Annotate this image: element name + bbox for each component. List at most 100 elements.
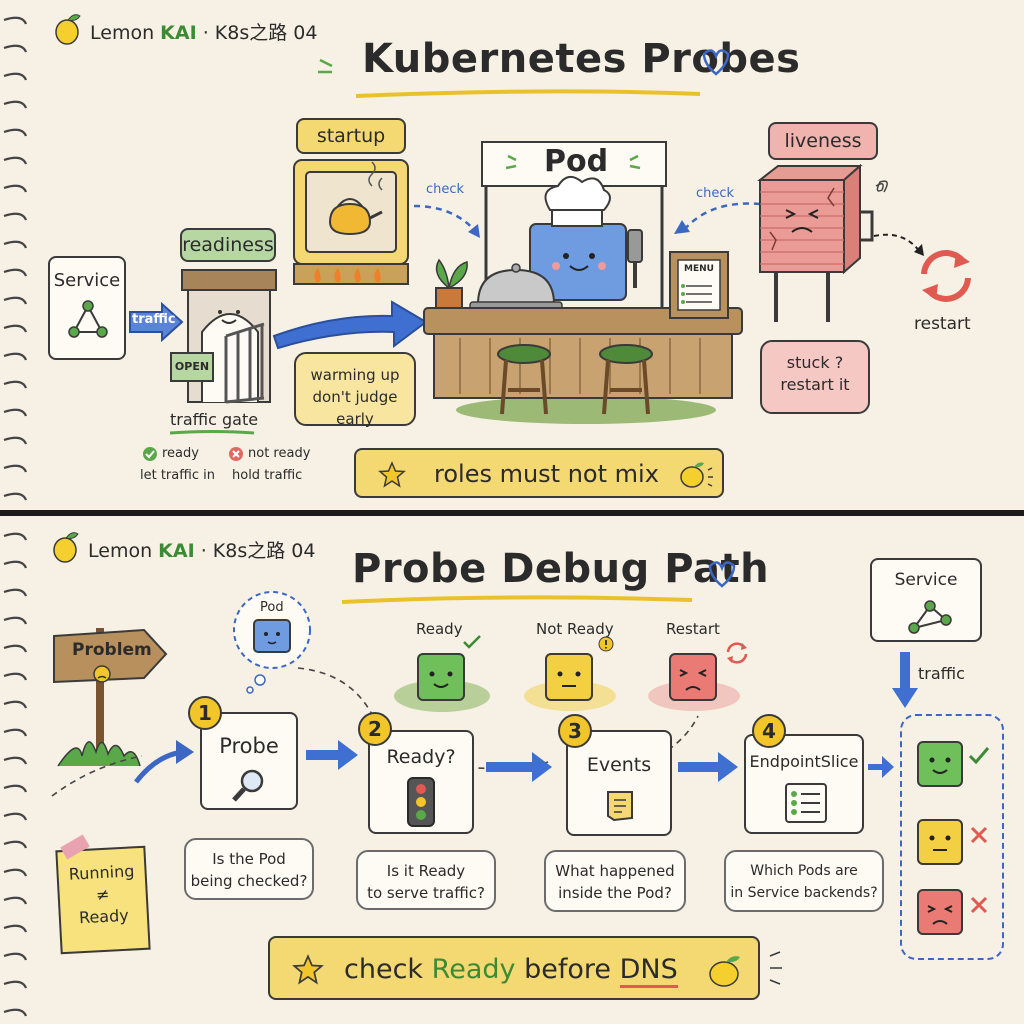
flow-arrow-icon bbox=[678, 752, 738, 782]
question-line-2: to serve traffic? bbox=[367, 884, 485, 902]
alert-icon bbox=[598, 636, 614, 652]
warming-line-1: warming up bbox=[310, 366, 400, 384]
open-sign: OPEN bbox=[170, 352, 214, 382]
flow-arrow-icon bbox=[306, 740, 358, 770]
check-mark-icon bbox=[463, 635, 481, 649]
menu-label: MENU bbox=[684, 264, 714, 274]
step-probe-box: Probe bbox=[200, 712, 298, 810]
question-line-1: Is the Pod bbox=[212, 850, 286, 868]
lemon-icon bbox=[53, 532, 79, 563]
check-ready-banner: check Ready before DNS bbox=[268, 936, 760, 1000]
warming-up-note: warming up don't judge early bbox=[294, 352, 416, 428]
ready-label: ready bbox=[162, 446, 199, 461]
sparkle-lines-icon bbox=[769, 951, 782, 985]
underline bbox=[169, 430, 255, 435]
roles-banner: roles must not mix bbox=[354, 448, 724, 498]
pod-thought-bubble bbox=[233, 591, 311, 694]
running-not-ready-sticky-note: Running ≠ Ready bbox=[55, 845, 151, 955]
traffic-light-icon bbox=[407, 777, 435, 827]
question-note: Which Pods are in Service backends? bbox=[724, 850, 884, 912]
problem-signpost-illustration bbox=[53, 628, 168, 767]
step-label: Events bbox=[586, 754, 652, 776]
traffic-label: traffic bbox=[918, 664, 965, 683]
readiness-gate-illustration bbox=[181, 269, 277, 404]
scroll-note-icon bbox=[607, 791, 633, 822]
question-line-1: What happened bbox=[555, 862, 675, 880]
service-label: Service bbox=[53, 270, 121, 291]
check-arrow-icon bbox=[674, 202, 761, 234]
stuck-line-1: stuck ? bbox=[786, 353, 844, 372]
restart-cube-illustration bbox=[648, 653, 740, 711]
flow-arrow-icon bbox=[486, 752, 552, 782]
x-circle-icon bbox=[229, 447, 243, 461]
startup-tag: startup bbox=[296, 118, 406, 154]
check-left-label: check bbox=[426, 182, 465, 197]
ready-cube-illustration bbox=[394, 653, 490, 712]
service-backends-group bbox=[900, 714, 1004, 960]
service-box: Service bbox=[48, 256, 126, 360]
liveness-broken-box-illustration bbox=[757, 163, 888, 322]
spiral-binding bbox=[3, 532, 28, 1017]
check-circle-icon bbox=[143, 447, 157, 461]
lemon-icon bbox=[680, 462, 713, 488]
flow-arrow-icon bbox=[868, 756, 894, 778]
panel-probe-debug-path: Lemon KAI · K8s之路 04 Probe Debug Path Pr… bbox=[0, 516, 1024, 1024]
lemon-icon bbox=[709, 956, 740, 987]
spiral-binding bbox=[3, 16, 28, 501]
flow-arrow-icon bbox=[134, 740, 194, 784]
panel-kubernetes-probes: Lemon KAI · K8s之路 04 Kubernetes Probes S… bbox=[0, 0, 1024, 510]
liveness-tag: liveness bbox=[768, 122, 878, 160]
magnifier-icon bbox=[232, 769, 264, 802]
question-line-1: Which Pods are bbox=[750, 863, 858, 879]
pod-bubble-label: Pod bbox=[260, 600, 284, 615]
backend-pods-illustration bbox=[917, 741, 990, 935]
state-not-ready-label: Not Ready bbox=[536, 620, 614, 638]
network-icon bbox=[68, 300, 108, 338]
warming-line-2: don't judge early bbox=[312, 388, 398, 428]
step-label: Ready? bbox=[386, 746, 456, 768]
service-box: Service bbox=[870, 558, 982, 642]
list-icon bbox=[785, 783, 827, 823]
question-note: What happened inside the Pod? bbox=[544, 850, 686, 912]
lemon-icon bbox=[55, 14, 81, 45]
question-line-2: being checked? bbox=[190, 872, 308, 890]
brand-label: Lemon KAI · K8s之路 04 bbox=[90, 22, 318, 44]
traffic-arrow-icon bbox=[129, 302, 184, 342]
step-number: 4 bbox=[752, 714, 786, 748]
step-label: EndpointSlice bbox=[749, 752, 859, 771]
restart-small-icon bbox=[726, 642, 748, 664]
network-icon bbox=[908, 600, 952, 634]
state-restart-label: Restart bbox=[666, 620, 720, 638]
dashed-arrow-icon bbox=[873, 233, 924, 256]
pod-title: Pod bbox=[544, 144, 609, 179]
check-arrow-icon bbox=[413, 204, 480, 238]
check-ready-banner-text: check Ready before DNS bbox=[344, 954, 678, 988]
pod-stall-illustration bbox=[423, 141, 743, 424]
restart-label: restart bbox=[914, 314, 971, 334]
sticky-line-1: Running bbox=[68, 861, 135, 884]
star-icon bbox=[378, 461, 406, 488]
sticky-line-3: Ready bbox=[78, 905, 130, 928]
stuck-line-2: restart it bbox=[780, 375, 850, 394]
question-line-2: in Service backends? bbox=[730, 885, 878, 901]
question-note: Is the Pod being checked? bbox=[184, 838, 314, 900]
star-icon bbox=[292, 954, 324, 985]
startup-oven-illustration bbox=[293, 159, 409, 285]
roles-banner-text: roles must not mix bbox=[434, 460, 659, 488]
step-events-box: Events bbox=[566, 730, 672, 836]
problem-label: Problem bbox=[72, 640, 152, 660]
restart-icon bbox=[921, 250, 971, 302]
traffic-gate-label: traffic gate bbox=[170, 410, 259, 429]
step-number: 2 bbox=[358, 712, 392, 746]
step-ready-box: Ready? bbox=[368, 730, 474, 834]
down-arrow-icon bbox=[892, 652, 918, 708]
title-decoration bbox=[318, 49, 730, 98]
question-line-1: Is it Ready bbox=[386, 862, 466, 880]
state-ready-label: Ready bbox=[416, 620, 463, 638]
not-ready-label: not ready bbox=[248, 446, 311, 461]
traffic-label: traffic bbox=[132, 312, 176, 327]
step-label: Probe bbox=[219, 734, 279, 758]
check-right-label: check bbox=[696, 186, 735, 201]
brand-label: Lemon KAI · K8s之路 04 bbox=[88, 540, 316, 562]
title-decoration bbox=[341, 561, 736, 604]
